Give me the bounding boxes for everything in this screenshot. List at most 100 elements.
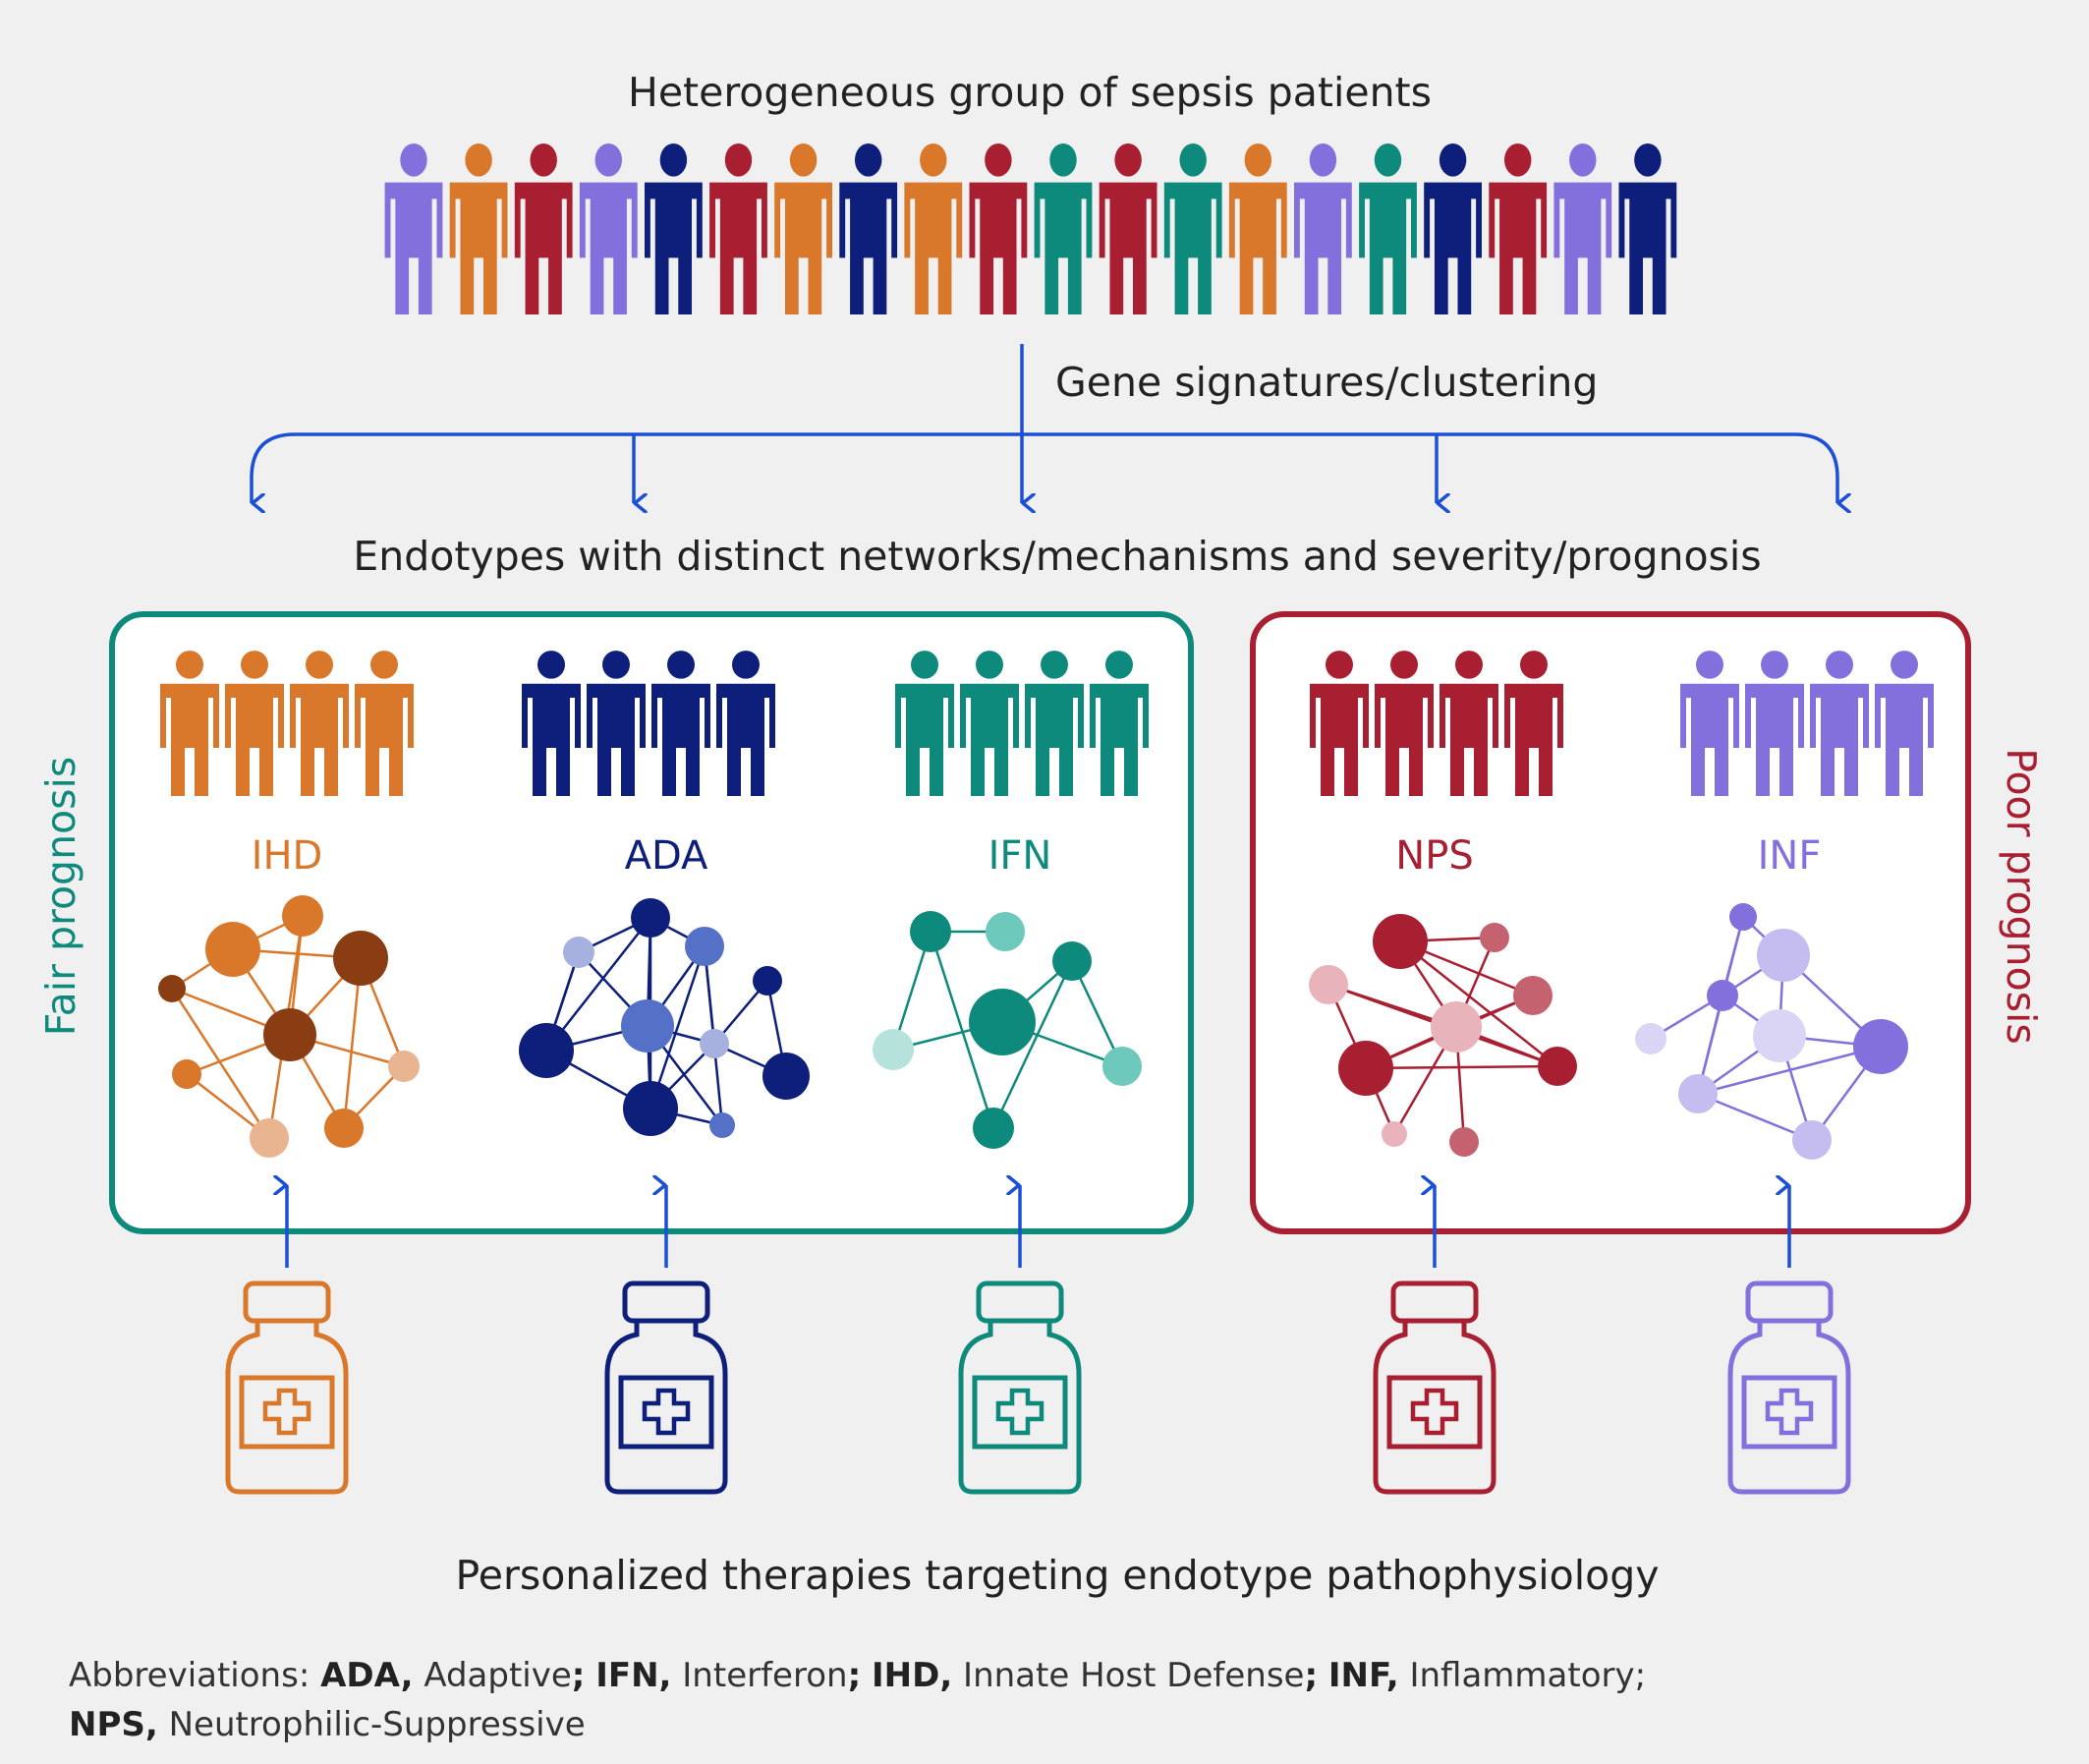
fair-prognosis-label: Fair prognosis [37,757,85,1037]
network-node [388,1051,420,1082]
network-graph [158,895,420,1158]
network-node [282,895,323,937]
network-edge [1697,1092,1813,1142]
network-node [700,1029,729,1058]
clustering-arrows [250,344,1837,503]
poor-prognosis-label: Poor prognosis [1998,748,2045,1045]
network-node [1480,923,1509,952]
branch-left [250,432,1022,503]
patient-icon [579,143,638,314]
patient-icon [969,143,1028,314]
network-node [1792,1120,1832,1160]
poor-prognosis-box [1250,611,1971,1234]
medicine-bottle-icon [607,1283,725,1492]
patient-icon [839,143,898,314]
network-edge [649,945,706,1110]
abbr-nps: NPS, [69,1705,158,1744]
medicine-bottle-icon [1376,1283,1494,1492]
patient-icon [1034,143,1093,314]
therapy-heading: Personalized therapies targeting endotyp… [456,1552,1660,1599]
network-node [333,931,388,986]
network-node [1853,1019,1908,1074]
abbr-ada: ADA, [320,1656,414,1695]
network-node [910,911,951,952]
endotype-group-nps: NPS [1309,651,1577,1492]
medicine-bottle-icon [961,1283,1079,1492]
patient-crowd [384,143,1677,314]
network-node [621,999,674,1053]
network-edge [991,960,1074,1129]
network-node [1635,1023,1666,1054]
network-node [685,927,724,966]
network-node [1757,929,1810,982]
network-node [1729,903,1757,931]
endotype-label: NPS [1395,833,1473,879]
medicine-bottle-icon [1730,1283,1848,1492]
abbr-ihd-full: Innate Host Defense [963,1656,1305,1695]
patient-icon [1228,143,1287,314]
network-node [1382,1121,1407,1147]
patient-icon [1618,143,1677,314]
abbr-inf: INF, [1327,1656,1399,1695]
network-node [986,912,1025,951]
network-graph [1309,914,1577,1157]
network-edge [1697,1045,1882,1096]
network-node [753,966,782,996]
patient-icon [384,143,443,314]
network-node [205,922,260,977]
abbr-ada-full: Adaptive [423,1656,572,1695]
network-node [1373,914,1428,969]
network-node [563,937,594,968]
abbreviations-note: Abbreviations: ADA, Adaptive; IFN, Inter… [69,1656,1647,1744]
endotypes-heading: Endotypes with distinct networks/mechani… [353,533,1761,580]
network-node [1338,1041,1393,1096]
network-node [623,1081,678,1136]
patient-icon [1359,143,1417,314]
abbr-ihd: IHD, [871,1656,953,1695]
endotype-label: IFN [988,833,1052,879]
endotype-label: INF [1758,833,1822,879]
abbr-nps-full: Neutrophilic-Suppressive [168,1705,586,1744]
network-node [762,1053,810,1100]
network-node [1678,1074,1718,1113]
network-node [973,1108,1014,1149]
endotype-group-ifn: IFN [873,651,1149,1492]
network-node [1707,980,1738,1011]
network-graph [1635,903,1908,1160]
patient-icon [1424,143,1482,314]
network-node [873,1029,914,1070]
endotype-group-ada: ADA [519,651,810,1492]
abbr-inf-full: Inflammatory [1409,1656,1635,1695]
patient-icon [1163,143,1222,314]
network-node [631,898,670,938]
patient-icon [645,143,703,314]
network-edge [929,931,995,1129]
abbreviations-prefix: Abbreviations: [69,1656,311,1695]
network-node [263,1008,316,1061]
network-node [172,1059,201,1089]
network-node [1753,1009,1806,1062]
endotype-group-inf: INF [1635,651,1934,1492]
network-graph [519,898,810,1138]
patient-icon [1489,143,1548,314]
network-edge [342,957,363,1129]
patient-icon [1294,143,1352,314]
network-node [1052,941,1092,981]
network-node [1309,965,1348,1004]
network-node [1538,1047,1577,1086]
network-edge [1399,940,1558,1067]
network-node [1431,1001,1482,1053]
network-node [969,989,1036,1055]
endotype-label: ADA [625,833,708,879]
patient-icon [1553,143,1612,314]
title: Heterogeneous group of sepsis patients [628,69,1432,116]
patient-icon [774,143,832,314]
clustering-label: Gene signatures/clustering [1055,359,1598,406]
network-edge [170,988,271,1139]
patient-icon [449,143,508,314]
network-node [324,1109,364,1148]
medicine-bottle-icon [228,1283,346,1492]
network-edge [1365,1064,1558,1070]
